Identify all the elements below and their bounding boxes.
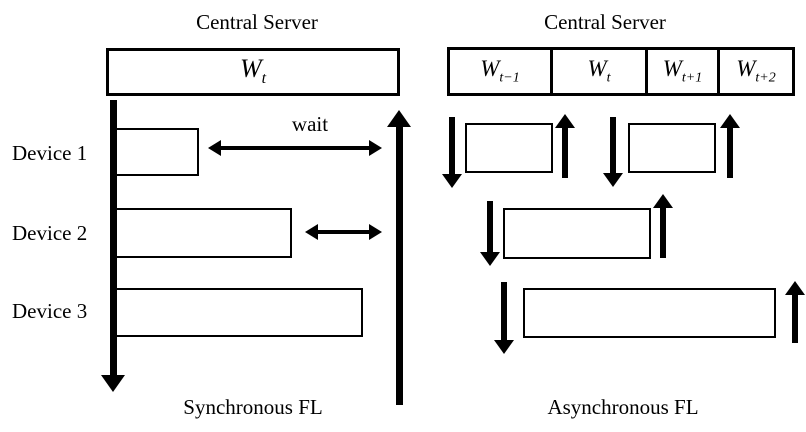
sync-device-3-task-box: [115, 288, 363, 337]
sync-device-1-label: Device 1: [12, 141, 88, 165]
async-device-2-task-box: [503, 208, 651, 259]
wait-double-arrow: [208, 140, 382, 156]
download-arrow: [603, 117, 623, 187]
async-server-weight-cell: Wt+1: [645, 47, 720, 96]
async-weight-label-t-plus-1: Wt+1: [662, 56, 703, 86]
async-caption: Asynchronous FL: [547, 395, 699, 419]
sync-aggregate-up-arrow: [386, 110, 412, 405]
async-weight-label-t-plus-2: Wt+2: [736, 56, 776, 86]
wait-double-arrow: [305, 224, 382, 240]
sync-server-weight-box: Wt: [106, 48, 400, 96]
async-device-1-task-box-2: [628, 123, 716, 173]
upload-arrow: [653, 194, 673, 258]
async-server-weight-cell: Wt: [550, 47, 648, 96]
async-central-server-title: Central Server: [544, 10, 666, 34]
sync-device-3-label: Device 3: [12, 299, 88, 323]
sync-device-2-label: Device 2: [12, 221, 88, 245]
download-arrow: [480, 201, 500, 266]
sync-wait-label: wait: [291, 112, 329, 136]
sync-timeline-down-arrow: [100, 100, 126, 392]
async-server-weight-cell: Wt+2: [717, 47, 795, 96]
async-device-3-task-box: [523, 288, 776, 338]
sync-caption: Synchronous FL: [183, 395, 323, 419]
async-device-1-task-box: [465, 123, 553, 173]
download-arrow: [494, 282, 514, 354]
sync-central-server-title: Central Server: [196, 10, 318, 34]
sync-device-2-task-box: [115, 208, 292, 258]
sync-weight-label: Wt: [239, 54, 267, 88]
sync-device-1-task-box: [115, 128, 199, 176]
download-arrow: [442, 117, 462, 188]
upload-arrow: [555, 114, 575, 178]
async-weight-label-t: Wt: [587, 56, 611, 86]
upload-arrow: [785, 281, 805, 343]
upload-arrow: [720, 114, 740, 178]
async-server-weight-cell: Wt−1: [447, 47, 553, 96]
async-weight-label-t-minus-1: Wt−1: [480, 56, 520, 86]
